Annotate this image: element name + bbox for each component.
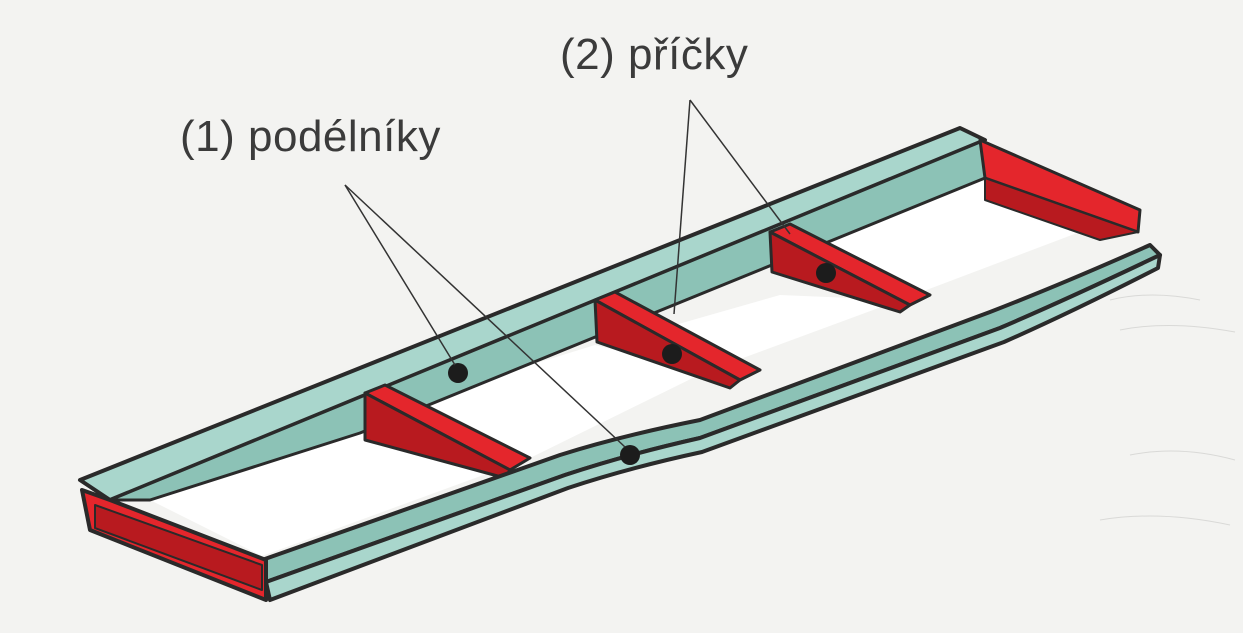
label-crossmembers: (2) příčky	[560, 30, 749, 79]
crossmember-end-left	[80, 488, 268, 602]
marker-dots	[448, 263, 836, 465]
crossmember-1	[363, 383, 532, 480]
front-longitudinal-member	[260, 243, 1162, 602]
label-longitudinal-members: (1) podélníky	[180, 112, 441, 161]
marker-dot-crossmember-3	[816, 263, 836, 283]
leader-line-1a	[344, 184, 456, 366]
paper-texture	[1099, 294, 1236, 526]
marker-dot-longitudinal-front	[620, 445, 640, 465]
leader-lines	[344, 99, 791, 448]
crossmember-end-right	[978, 138, 1142, 241]
crossmember-2	[593, 290, 762, 390]
leader-line-2a	[673, 99, 691, 315]
crossmember-3	[768, 222, 932, 314]
marker-dot-crossmember-2	[662, 344, 682, 364]
leader-line-2b	[689, 99, 791, 235]
leader-line-1b	[344, 184, 626, 448]
marker-dot-longitudinal-back	[448, 363, 468, 383]
back-longitudinal-member	[78, 126, 987, 502]
frame-openings	[150, 180, 1085, 556]
